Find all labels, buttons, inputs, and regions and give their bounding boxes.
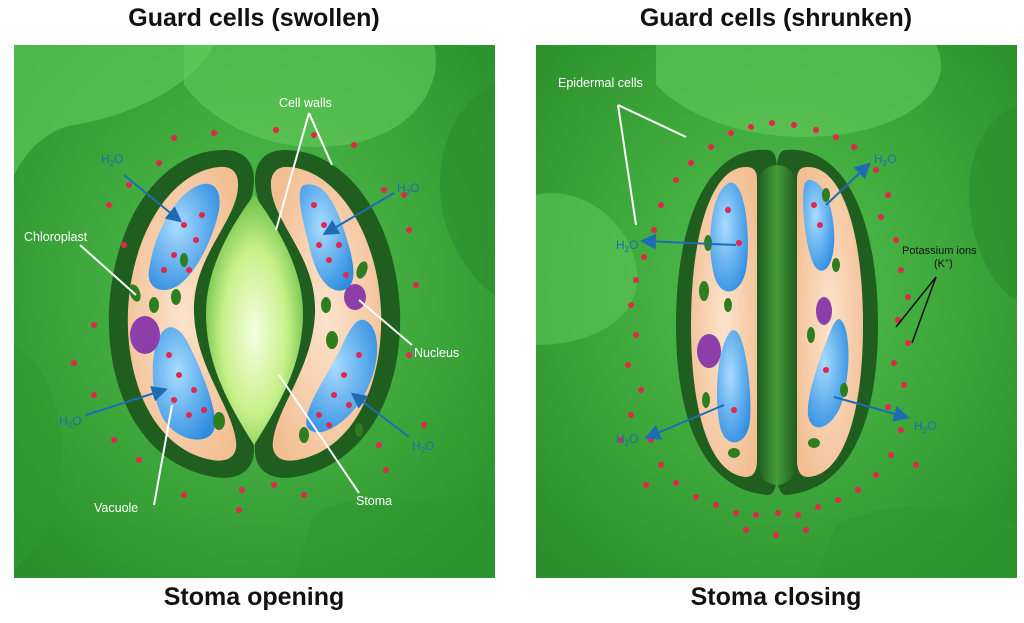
- stoma-pore: [206, 195, 303, 445]
- nucleus-left: [697, 334, 721, 368]
- vacuole-left-top: [710, 182, 748, 292]
- stoma-opening-panel: Cell walls Chloroplast Nucleus Vacuole S…: [14, 45, 495, 578]
- left-panel-caption: Stoma opening: [163, 583, 345, 611]
- water-label: H2O: [59, 414, 81, 430]
- epidermal-cell: [184, 45, 436, 147]
- water-arrows: [85, 174, 410, 438]
- potassium-ions-outside: [618, 120, 919, 538]
- nucleus-left: [130, 316, 160, 354]
- epidermal-cell: [536, 193, 638, 345]
- water-label: H2O: [616, 432, 638, 448]
- water-label: H2O: [914, 419, 936, 435]
- epidermal-cell: [656, 45, 942, 137]
- stoma-closing-diagram: Epidermal cells Potassium ions (K+) H2O …: [536, 45, 1017, 578]
- water-arrows: [640, 162, 910, 440]
- epidermal-cell: [816, 506, 1017, 578]
- potassium-ions-label: Potassium ions: [902, 245, 977, 257]
- label-lines: [617, 104, 687, 226]
- potassium-pointer-lines: [895, 276, 937, 344]
- potassium-symbol-label: (K+): [934, 258, 953, 270]
- potassium-ions-inside: [161, 202, 362, 428]
- stoma-closing-panel: Epidermal cells Potassium ions (K+) H2O …: [536, 45, 1017, 578]
- epidermal-cell: [294, 496, 495, 578]
- water-label: H2O: [412, 439, 434, 455]
- vacuole-left-top: [148, 183, 220, 290]
- vacuole-right-bottom: [807, 319, 849, 428]
- epidermal-cell: [14, 45, 214, 175]
- vacuole-left-bottom: [716, 330, 751, 443]
- right-panel-caption: Stoma closing: [690, 583, 862, 611]
- label-lines: [79, 112, 413, 506]
- vacuole-right-top: [299, 184, 354, 291]
- epidermal-cell: [969, 105, 1017, 300]
- cell-walls-label: Cell walls: [279, 96, 332, 110]
- nucleus-right: [344, 284, 366, 310]
- nucleus-right: [816, 297, 832, 325]
- stoma-opening-diagram: Cell walls Chloroplast Nucleus Vacuole S…: [14, 45, 495, 578]
- potassium-ions-outside: [71, 127, 427, 513]
- water-label: H2O: [397, 181, 419, 197]
- water-label: H2O: [101, 152, 123, 168]
- closed-stoma-seam: [758, 165, 796, 485]
- left-panel-title: Guard cells (swollen): [128, 4, 380, 32]
- stoma-label: Stoma: [356, 494, 392, 508]
- vacuole-label: Vacuole: [94, 501, 138, 515]
- nucleus-label: Nucleus: [414, 346, 459, 360]
- right-panel-title: Guard cells (shrunken): [639, 4, 913, 32]
- epidermal-cell: [14, 345, 62, 578]
- water-label: H2O: [616, 238, 638, 254]
- potassium-ions-inside: [725, 202, 829, 413]
- epidermal-cell: [439, 85, 495, 295]
- epidermal-cells-label: Epidermal cells: [558, 76, 643, 90]
- water-label: H2O: [874, 152, 896, 168]
- chloroplast-label: Chloroplast: [24, 230, 88, 244]
